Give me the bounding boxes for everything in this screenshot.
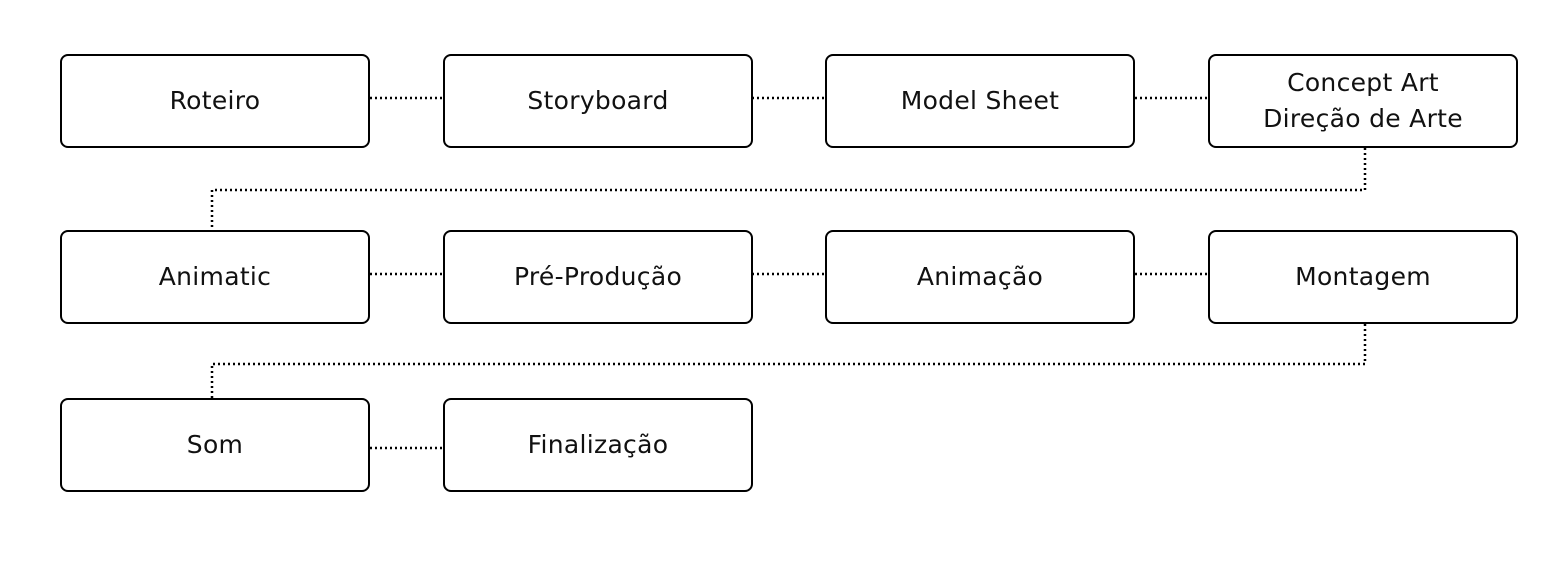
node-pre-producao: Pré-Produção [443, 230, 753, 324]
node-label: Concept Art Direção de Arte [1263, 67, 1463, 133]
node-animatic: Animatic [60, 230, 370, 324]
node-label: Model Sheet [900, 85, 1060, 115]
node-storyboard: Storyboard [443, 54, 753, 148]
node-label: Animação [916, 261, 1044, 291]
node-label: Pré-Produção [513, 261, 683, 291]
connector-8 [210, 324, 1367, 398]
node-label: Animatic [158, 261, 272, 291]
connector-4 [210, 148, 1367, 230]
node-label: Finalização [527, 429, 669, 459]
node-label: Storyboard [527, 85, 669, 115]
node-animacao: Animação [825, 230, 1135, 324]
node-montagem: Montagem [1208, 230, 1518, 324]
node-label: Roteiro [169, 85, 261, 115]
node-label: Som [186, 429, 244, 459]
node-label: Montagem [1295, 261, 1431, 291]
node-som: Som [60, 398, 370, 492]
node-concept-art: Concept Art Direção de Arte [1208, 54, 1518, 148]
node-model-sheet: Model Sheet [825, 54, 1135, 148]
node-finalizacao: Finalização [443, 398, 753, 492]
node-roteiro: Roteiro [60, 54, 370, 148]
